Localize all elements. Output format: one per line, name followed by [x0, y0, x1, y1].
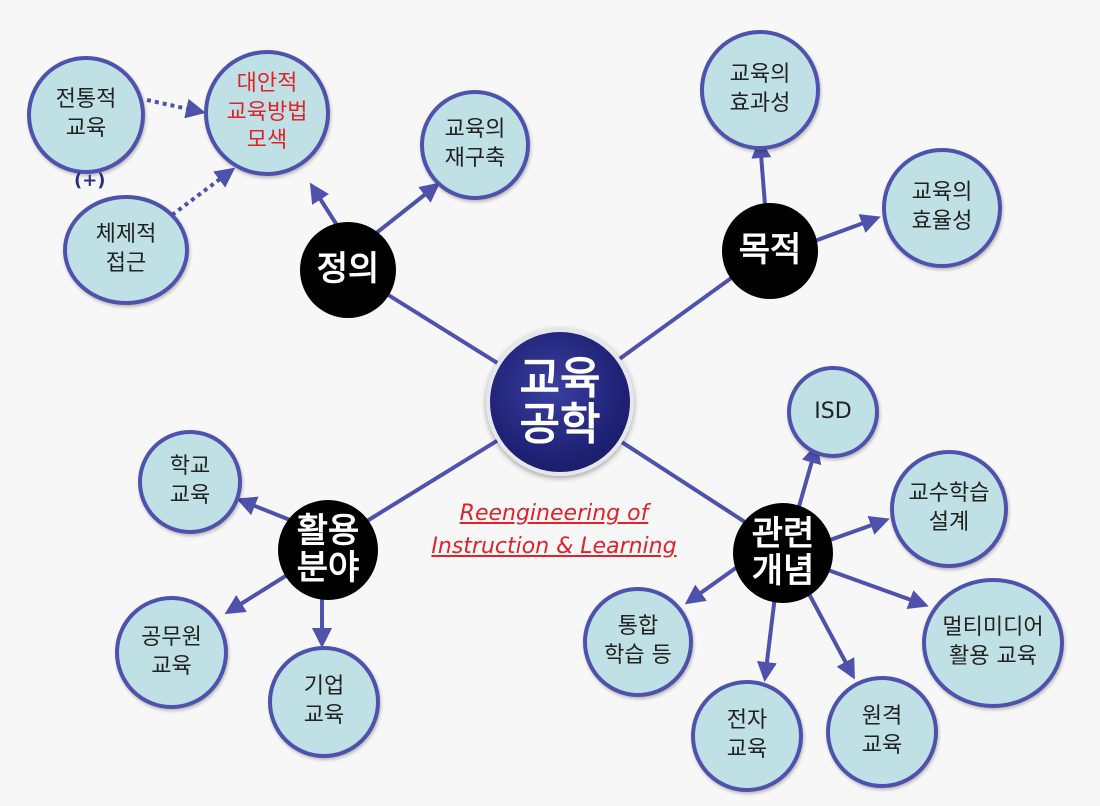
subtitle-line-1: Reengineering of [459, 501, 649, 526]
dotted-traditional-alternative [146, 98, 206, 119]
node-instructional-design: 교수학습 설계 [890, 450, 1008, 568]
arrow-purpose-effectiveness [751, 138, 772, 206]
arrow-application-civil [224, 570, 294, 615]
arrow-purpose-efficiency [811, 214, 881, 244]
subtitle-line-2: Instruction & Learning [431, 534, 677, 559]
hub-purpose-label: 목적 [738, 230, 802, 271]
plus-sign: (+) [74, 170, 106, 191]
arrow-related-remote [806, 591, 855, 680]
arrow-related-design [829, 515, 890, 542]
arrow-related-isd [796, 443, 822, 511]
subtitle: Reengineering of Instruction & Learning [420, 497, 688, 563]
arrow-related-electronic [757, 595, 777, 682]
node-civil-service-education: 공무원 교육 [115, 596, 228, 709]
dotted-systematic-alternative [170, 167, 236, 217]
node-effectiveness: 교육의 효과성 [700, 30, 820, 150]
node-restructure: 교육의 재구축 [420, 90, 530, 200]
node-integrated-learning: 통합 학습 등 [583, 587, 693, 697]
center-node: 교육 공학 [486, 328, 634, 476]
hub-application-label: 활용 분야 [296, 510, 360, 588]
node-school-education: 학교 교육 [138, 430, 242, 534]
node-isd: ISD [787, 366, 879, 458]
arrow-related-multimedia [827, 568, 929, 609]
node-multimedia-education: 멀티미디어 활용 교육 [922, 578, 1064, 708]
arrow-definition-restructure [368, 182, 441, 240]
node-traditional-education: 전통적 교육 [27, 56, 145, 174]
node-efficiency: 교육의 효율성 [882, 148, 1002, 268]
node-corporate-education: 기업 교육 [268, 646, 380, 758]
node-alternative-method: 대안적 교육방법 모색 [204, 50, 330, 176]
hub-related: 관련 개념 [733, 503, 833, 603]
node-remote-education: 원격 교육 [826, 676, 938, 788]
hub-definition: 정의 [300, 222, 396, 318]
center-label: 교육 공학 [519, 352, 601, 450]
node-electronic-education: 전자 교육 [691, 680, 803, 792]
hub-purpose: 목적 [722, 203, 818, 299]
hub-definition-label: 정의 [316, 249, 380, 290]
arrow-related-integrated [684, 563, 742, 605]
hub-related-label: 관련 개념 [751, 513, 815, 591]
node-systematic-approach: 체제적 접근 [63, 195, 189, 305]
arrow-application-school [236, 496, 296, 524]
hub-application: 활용 분야 [278, 500, 378, 600]
